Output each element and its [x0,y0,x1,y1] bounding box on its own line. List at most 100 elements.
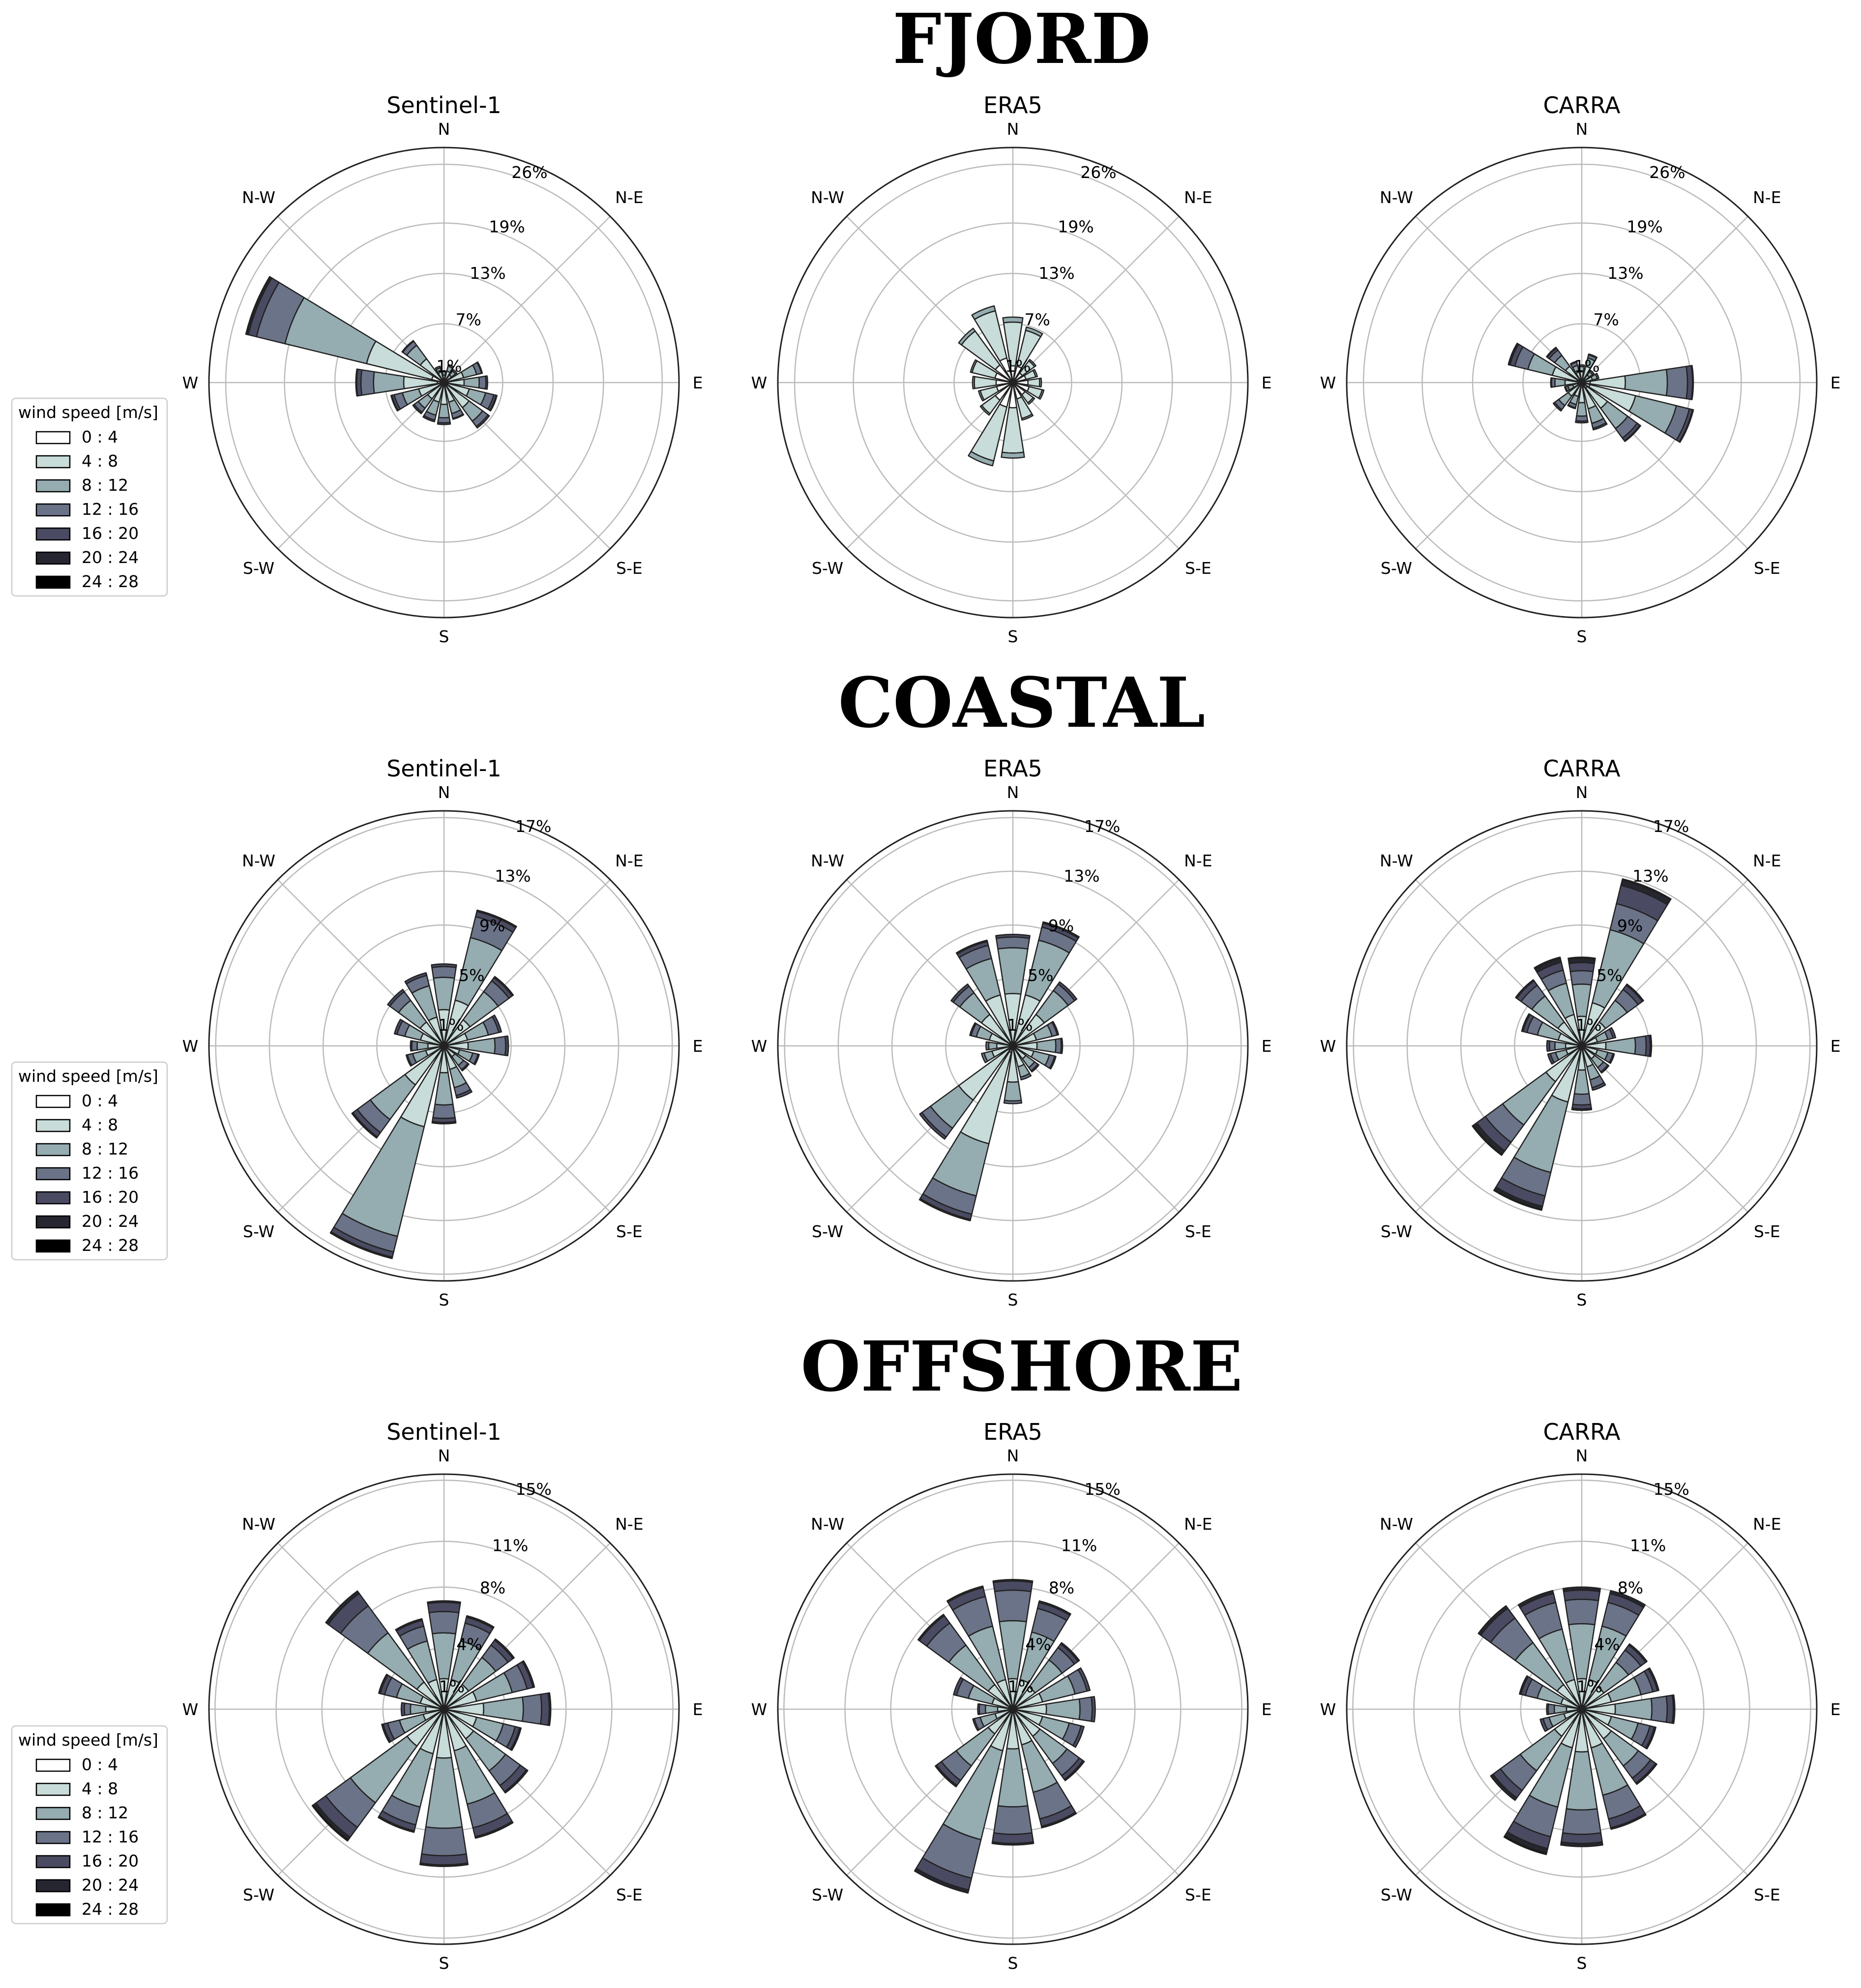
radial-tick-label: 1% [439,1677,465,1696]
radial-tick-label: 19% [489,217,525,236]
section-title-offshore: OFFSHORE [800,1327,1242,1407]
direction-label-s-w: S-W [812,1222,843,1241]
legend-label: 24 : 28 [82,1236,139,1255]
bar-sector-180-bin-3 [1003,1099,1023,1104]
bar-sector-90-bin-1 [1027,378,1040,387]
direction-label-w: W [182,1700,199,1719]
bar-sector-292.5-bin-5 [1507,342,1519,366]
radial-tick-label: 19% [1626,217,1662,236]
bar-sector-45-bin-2 [1028,358,1037,367]
radial-tick-label: 7% [456,310,481,329]
radial-tick-label: 17% [1084,817,1120,836]
direction-label-s-w: S-W [1381,1222,1412,1241]
radial-tick-label: 4% [456,1634,482,1654]
radial-tick-label: 13% [1063,866,1099,886]
grid-spoke [1581,216,1748,383]
bar-sector-157.5-bin-5 [1040,1811,1077,1829]
bar-sector-202.5-bin-5 [378,1815,415,1833]
bar-sector-292.5-bin-5 [1519,1675,1529,1695]
bar-sector-225-bin-4 [919,1112,947,1140]
section-title-coastal: COASTAL [838,663,1206,743]
bar-sector-0-bin-3 [431,966,457,979]
legend-label: 4 : 8 [82,1115,118,1134]
bar-sector-315-bin-4 [401,340,414,353]
bar-sector-292.5-bin-5 [1521,1013,1531,1033]
bar-sector-315-bin-4 [387,989,405,1007]
bar-sector-90-bin-3 [1078,1696,1093,1722]
direction-label-n-w: N-W [1380,851,1413,870]
bar-sector-90-bin-3 [522,1693,542,1725]
radial-tick-label: 1% [436,356,462,376]
legend-label: 0 : 4 [82,1755,118,1774]
panel-title: Sentinel-1 [386,92,502,119]
bar-sector-337.5-bin-5 [1517,1590,1554,1608]
bar-sector-90-bin-3 [1634,1035,1647,1057]
direction-label-n-e: N-E [1753,1514,1781,1534]
bar-sector-0-bin-4 [995,933,1031,939]
bar-sector-90-bin-4 [504,1035,509,1057]
bar-sector-270-bin-3 [985,1041,990,1051]
bar-sector-67.5-bin-3 [1595,373,1600,380]
radial-tick-label: 13% [470,264,505,283]
direction-label-e: E [693,1700,703,1719]
radial-tick-label: 17% [1653,817,1689,836]
bar-sector-292.5-bin-4 [393,1018,404,1035]
bar-sector-45-bin-5 [1625,983,1644,1002]
direction-label-w: W [1320,373,1336,392]
bar-sector-67.5-bin-5 [1648,1667,1660,1691]
bar-sector-22.5-bin-5 [476,909,517,928]
windrose-offshore-sentinel-1: Sentinel-11%4%8%11%15%NN-EES-ESS-WWN-W [182,1419,703,1973]
polar-frame [1346,810,1818,1282]
bar-sector-292.5-bin-5 [378,1673,389,1694]
polar-frame [777,147,1249,619]
bar-sector-90-bin-5 [1690,365,1694,400]
direction-label-w: W [751,1037,768,1056]
radial-tick-label: 15% [1654,1480,1689,1499]
windrose-coastal-sentinel-1: Sentinel-11%5%9%13%17%NN-EES-ESS-WWN-W [182,755,703,1309]
bar-sector-337.5-bin-2 [971,305,996,320]
legend-swatch [35,1758,71,1772]
radial-tick-label: 15% [1085,1480,1121,1499]
radial-tick-label: 13% [1607,264,1643,283]
bar-sector-135-bin-4 [1030,1063,1040,1073]
bar-sector-0-bin-4 [992,1580,1034,1592]
bar-sector-202.5-bin-4 [422,415,436,422]
direction-label-n-e: N-E [1184,851,1212,870]
bar-sector-45-bin-5 [1060,1642,1080,1662]
direction-label-n-e: N-E [615,188,643,207]
bar-sector-180-bin-4 [1561,1832,1603,1844]
direction-label-n-w: N-W [811,188,844,207]
bar-sector-0-bin-3 [995,936,1031,950]
bar-sector-90-bin-5 [1671,1694,1676,1724]
bar-sector-90-bin-5 [1649,1035,1653,1057]
direction-label-s-e: S-E [616,559,643,578]
direction-label-n-w: N-W [1380,188,1413,207]
direction-label-n: N [1576,119,1588,139]
bar-sector-112.5-bin-4 [473,1053,480,1066]
legend-swatch [35,1855,71,1869]
bar-sector-90-bin-4 [540,1692,550,1726]
bar-sector-0-bin-5 [1562,1586,1601,1592]
bar-sector-90-bin-4 [1060,1038,1063,1054]
bar-sector-270-bin-4 [977,1703,980,1716]
grid-spoke [443,1045,611,1213]
bar-sector-135-bin-4 [461,1063,470,1071]
bar-sector-90-bin-3 [1650,1695,1668,1723]
bar-sector-292.5-bin-2 [970,359,978,373]
direction-label-n: N [438,1446,450,1465]
bar-sector-202.5-bin-4 [1567,404,1576,410]
bar-sector-22.5-bin-6 [1622,878,1672,901]
radial-tick-label: 15% [516,1480,552,1499]
bar-sector-270-bin-3 [978,1703,987,1715]
direction-label-n: N [1576,1446,1588,1465]
direction-label-e: E [1262,373,1272,392]
legend-swatch [35,1831,71,1844]
bar-sector-180-bin-3 [432,1103,456,1119]
bar-sector-157.5-bin-4 [1591,1082,1606,1091]
legend-swatch [35,551,71,565]
bar-sector-112.5-bin-2 [1038,389,1045,400]
bar-sector-135-bin-4 [1600,1064,1610,1074]
